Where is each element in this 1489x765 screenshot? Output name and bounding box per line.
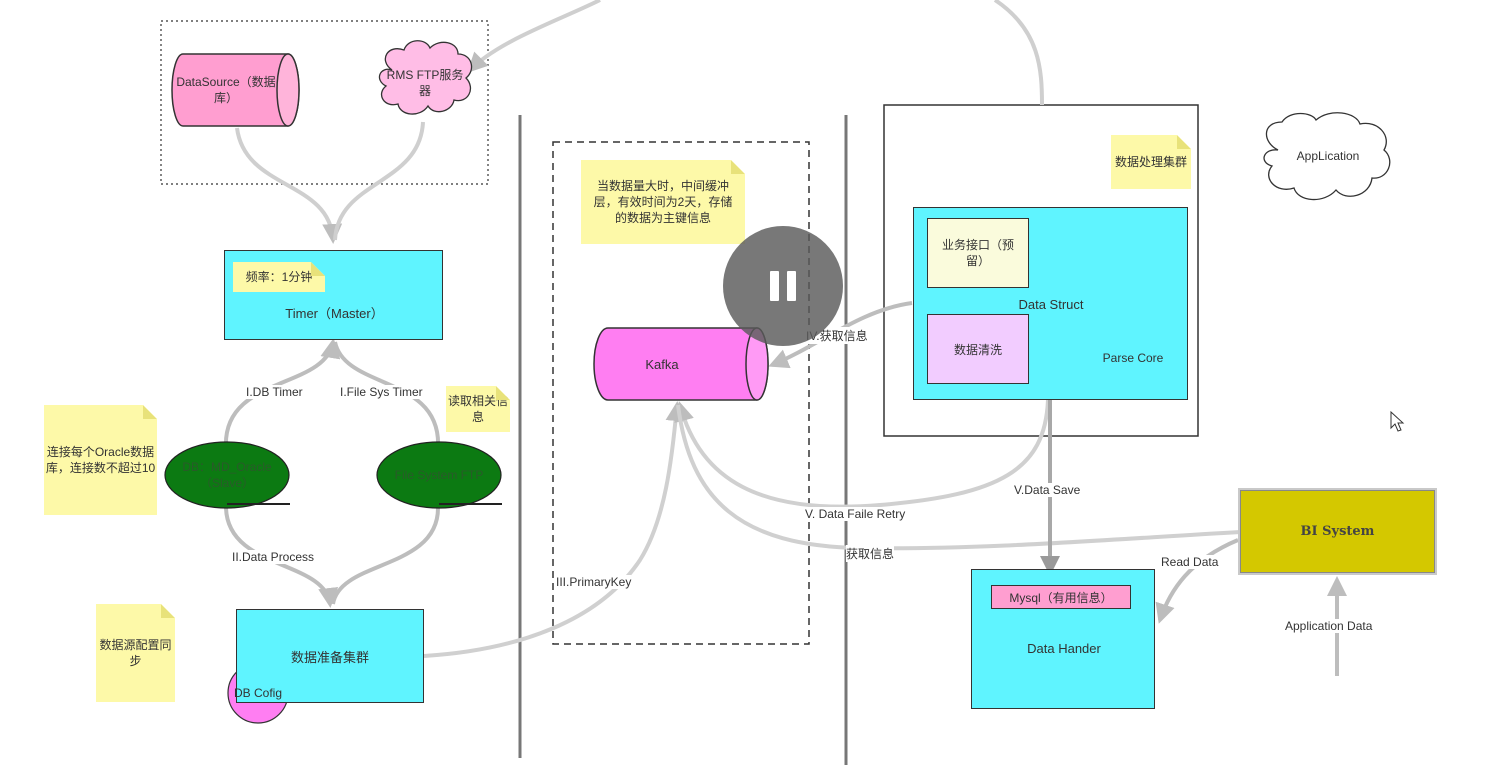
business-api-box: 业务接口（预留） <box>927 218 1029 288</box>
arrow-fs-process <box>331 507 440 605</box>
arrow-retry <box>674 399 1050 509</box>
edge-label-data-save: V.Data Save <box>1014 483 1081 497</box>
datasource-label: DataSource（数据库） <box>176 75 276 105</box>
mouse-cursor-icon <box>1390 410 1405 432</box>
data-struct-label: Data Struct <box>1018 296 1084 312</box>
fs-slave-ellipse <box>376 441 502 509</box>
arrow-read-data <box>1155 538 1239 624</box>
frequency-note: 频率：1分钟 <box>233 262 325 292</box>
edge-label-application-data: Application Data <box>1285 619 1373 633</box>
edge-label-db-timer: I.DB Timer <box>246 385 303 399</box>
config-sync-note: 数据源配置同步 <box>96 604 175 702</box>
kafka-label: Kafka <box>645 356 679 372</box>
kafka-buffer-note: 当数据量大时，中间缓冲层，有效时间为2天，存储的数据为主键信息 <box>581 160 745 244</box>
fs-slave-label: File System FTP <box>394 468 484 482</box>
data-hander-label: Data Hander <box>1027 640 1101 656</box>
ftp-server-label: RMS FTP服务器 <box>386 68 464 98</box>
mysql-label: Mysql（有用信息） <box>1009 590 1113 605</box>
datasource-cylinder <box>171 53 300 127</box>
arrow-app-to-ftp <box>467 0 601 73</box>
application-label: AppLication <box>1296 149 1360 163</box>
data-prep-cluster-title: 数据准备集群 <box>290 649 369 665</box>
data-cleaning-label: 数据清洗 <box>953 342 1002 357</box>
edge-label-data-process: II.Data Process <box>232 550 315 564</box>
business-api-label: 业务接口（预留） <box>941 238 1014 268</box>
edge-label-get-info: 获取信息 <box>846 545 895 562</box>
edge-label-read-data: Read Data <box>1161 555 1219 569</box>
parse-core-label: Parse Core <box>1102 350 1164 365</box>
edge-label-retry: V. Data Faile Retry <box>805 507 906 521</box>
ftp-cloud <box>378 40 473 115</box>
application-cloud <box>1263 112 1391 201</box>
bi-system-box: BI System <box>1238 488 1437 575</box>
db-slave-label: DB：MD_Oracle（Slave） <box>182 460 272 490</box>
arrow-primarykey <box>423 401 686 658</box>
pause-button[interactable] <box>723 226 843 346</box>
data-prep-cluster-box: 数据准备集群 <box>236 609 424 703</box>
arrow-ftp-timer <box>333 121 425 241</box>
dbconfig-label: DB Cofig <box>233 685 283 700</box>
processing-cluster-note: 数据处理集群 <box>1111 135 1191 189</box>
data-cleaning-box: 数据清洗 <box>927 314 1029 384</box>
kafka-buffer-border <box>552 141 810 645</box>
oracle-connection-note: 连接每个Oracle数据库，连接数不超过10 <box>44 405 157 515</box>
edge-label-fs-timer: I.File Sys Timer <box>340 385 423 399</box>
db-slave-ellipse <box>164 441 290 509</box>
read-info-note: 读取相关信息 <box>446 386 510 432</box>
bi-system-title: BI System <box>1300 524 1375 539</box>
timer-title: Timer（Master） <box>285 305 384 321</box>
data-hander-box: Mysql（有用信息） Data Hander <box>971 569 1155 709</box>
pause-icon <box>766 271 800 301</box>
edge-label-primary-key: III.PrimaryKey <box>556 575 632 589</box>
mysql-box: Mysql（有用信息） <box>991 585 1131 609</box>
arrow-datasource-timer <box>235 127 343 244</box>
arrow-top-into-cluster <box>993 0 1044 106</box>
